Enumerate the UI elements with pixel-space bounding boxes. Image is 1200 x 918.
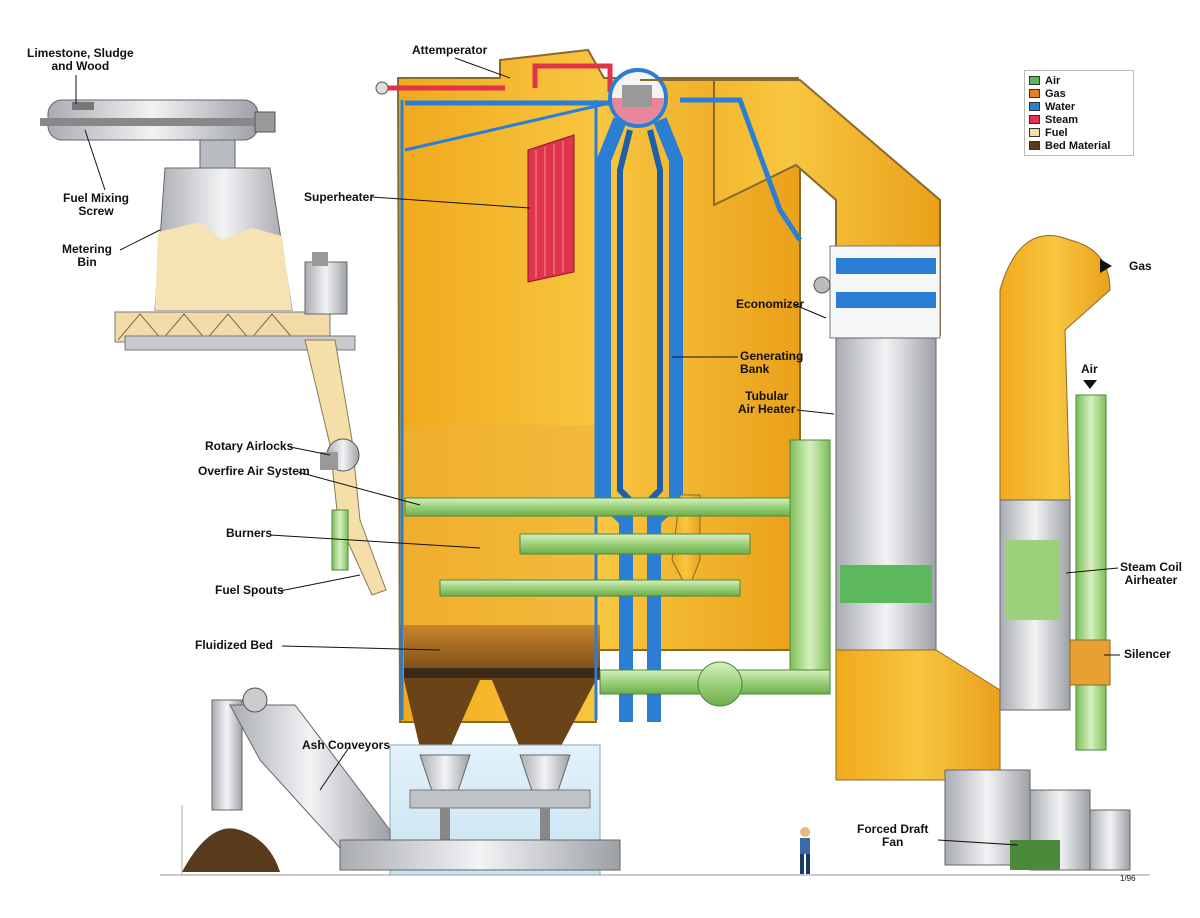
label-fuel-mixing-screw: Fuel Mixing Screw: [63, 191, 129, 218]
label-tubular-air-heater: Tubular Air Heater: [738, 389, 796, 416]
forced-draft-fan: [944, 769, 1131, 871]
label-air-in: Air: [1081, 362, 1098, 376]
label-silencer: Silencer: [1124, 647, 1171, 661]
legend-swatch: [1029, 115, 1040, 124]
attemperator-pipe: [375, 63, 613, 106]
steam-drum: [608, 68, 668, 128]
person-figure: [800, 827, 810, 874]
air-heater-casing: [835, 337, 1001, 781]
outlet-stack: [999, 235, 1111, 711]
superheater: [527, 134, 575, 283]
label-economizer: Economizer: [736, 297, 805, 311]
metering-bin: [114, 139, 356, 351]
flow-arrows: [1083, 259, 1112, 389]
ash-conveyor: [211, 687, 621, 871]
label-limestone-sludge-wood: Limestone, Sludge and Wood: [27, 46, 134, 73]
label-fluidized-bed: Fluidized Bed: [195, 638, 273, 652]
label-generating-bank: Generating Bank: [740, 349, 804, 376]
legend-swatch: [1029, 141, 1040, 150]
legend-label: Fuel: [1045, 126, 1068, 139]
label-steam-coil-airheater: Steam Coil Airheater: [1120, 560, 1183, 587]
label-ash-conveyors: Ash Conveyors: [302, 738, 391, 752]
fuel-mixing-screw: [40, 99, 276, 141]
legend-label: Gas: [1045, 87, 1066, 100]
label-gas-out: Gas: [1129, 259, 1152, 273]
legend-swatch: [1029, 89, 1040, 98]
economizer: [813, 258, 936, 308]
legend-label: Air: [1045, 74, 1061, 87]
fuel-chute: [304, 339, 387, 596]
label-forced-draft-fan: Forced Draft Fan: [857, 822, 929, 849]
legend-swatch: [1029, 102, 1040, 111]
label-fuel-spouts: Fuel Spouts: [215, 583, 284, 597]
ash-pile: [181, 805, 280, 875]
legend-label: Steam: [1045, 113, 1079, 126]
legend-item: Air: [1029, 74, 1129, 87]
label-rotary-airlocks: Rotary Airlocks: [205, 439, 294, 453]
legend-item: Bed Material: [1029, 139, 1129, 152]
legend-swatch: [1029, 76, 1040, 85]
legend-swatch: [1029, 128, 1040, 137]
legend-label: Bed Material: [1045, 139, 1111, 152]
label-burners: Burners: [226, 526, 273, 540]
legend-item: Fuel: [1029, 126, 1129, 139]
label-metering-bin: Metering Bin: [62, 242, 113, 269]
legend-item: Steam: [1029, 113, 1129, 126]
air-intake-duct: [1069, 394, 1111, 751]
leader-lines: [75, 57, 1120, 846]
version-code: 1/96: [1120, 874, 1136, 883]
overfire-air-ducts: [331, 439, 831, 707]
label-attemperator: Attemperator: [412, 43, 488, 57]
label-overfire-air-system: Overfire Air System: [198, 464, 310, 478]
legend-item: Water: [1029, 100, 1129, 113]
legend-item: Gas: [1029, 87, 1129, 100]
legend-label: Water: [1045, 100, 1076, 113]
label-superheater: Superheater: [304, 190, 375, 204]
